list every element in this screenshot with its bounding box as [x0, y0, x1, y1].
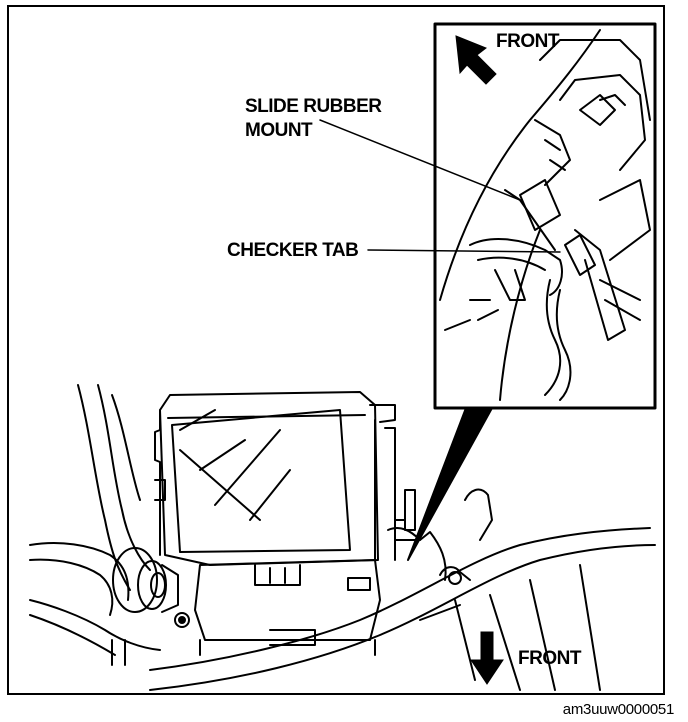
front-arrow-top-icon	[455, 35, 497, 85]
module-box	[154, 391, 396, 566]
detail-inset-box	[433, 22, 657, 410]
lower-bracket	[194, 559, 381, 656]
slide-rubber-mount-label-line2: MOUNT	[245, 120, 313, 141]
front-label-top: FRONT	[496, 31, 559, 52]
left-hose-bundle	[29, 384, 161, 666]
front-arrow-bottom-icon	[470, 631, 504, 685]
figure-code: am3uuw0000051	[562, 701, 675, 718]
front-label-bottom: FRONT	[518, 648, 581, 669]
round-connector	[112, 547, 190, 628]
slide-rubber-mount-label-line1: SLIDE RUBBER	[245, 96, 382, 117]
slide-rubber-mount-leader	[319, 119, 521, 201]
body-panel	[149, 488, 656, 691]
checker-tab-label: CHECKER TAB	[227, 240, 359, 261]
callout-pointer	[407, 407, 493, 561]
checker-tab-leader	[367, 249, 561, 253]
